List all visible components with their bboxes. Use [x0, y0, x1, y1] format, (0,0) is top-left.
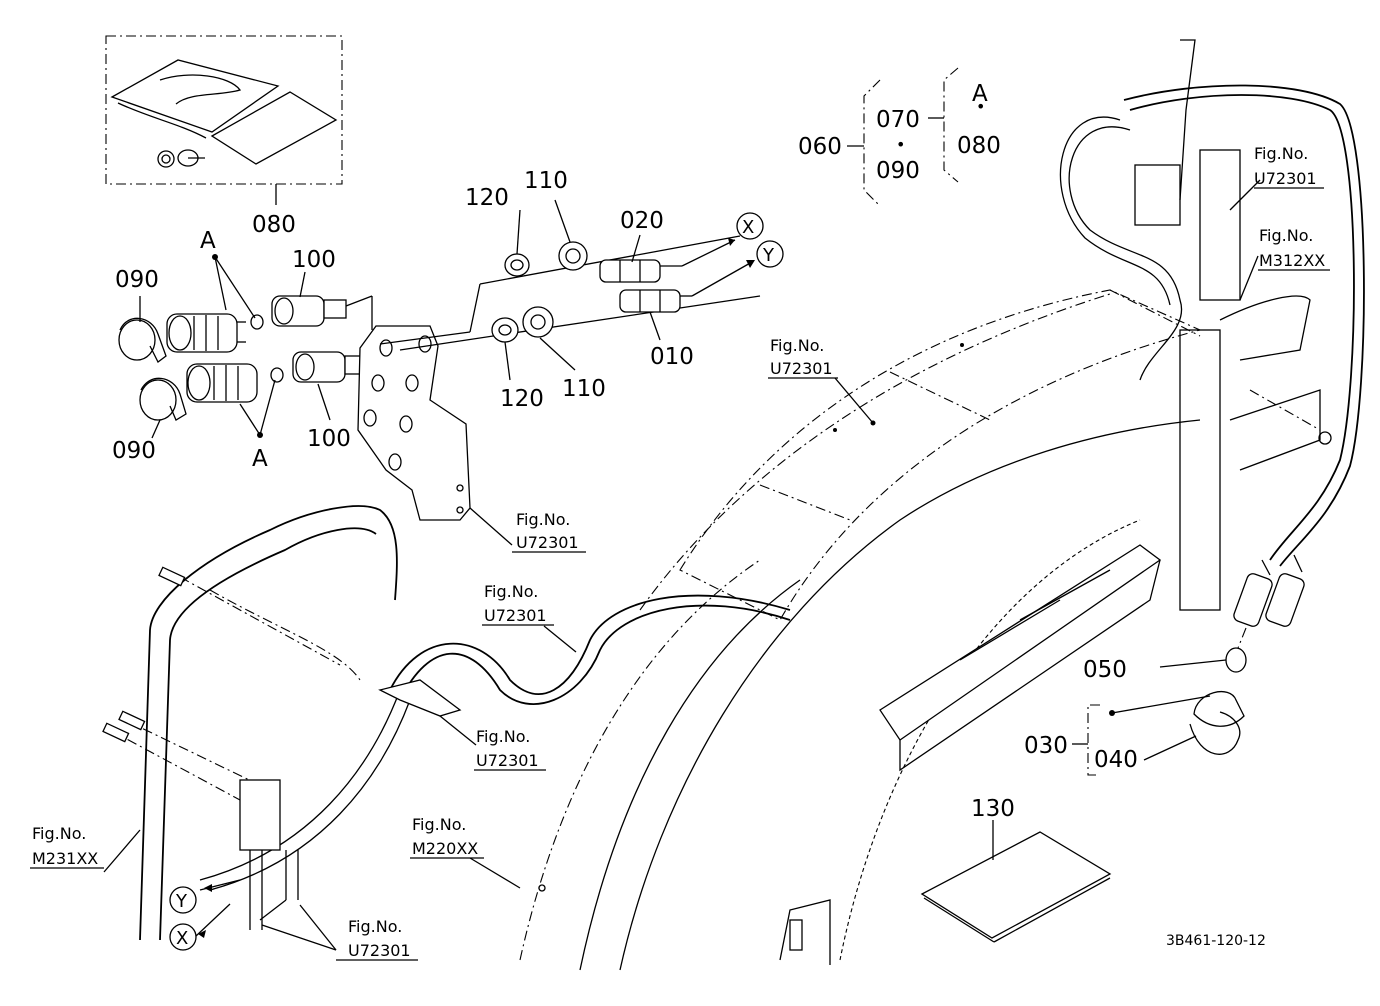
operator-manual [920, 820, 1112, 943]
part-label-090-bottom: 090 [112, 438, 156, 464]
figref-number: M220XX [412, 839, 478, 858]
figref-number: U72301 [1254, 169, 1317, 188]
manual-kit-box [105, 35, 343, 205]
figref-label: Fig.No. [516, 510, 570, 529]
coupler-assembly-left [118, 254, 381, 439]
letter-label-y-top: Y [762, 245, 775, 266]
option-grouping-brackets [847, 67, 959, 207]
figref-u72301-plate: Fig.No. U72301 [512, 510, 586, 553]
mounting-plate [357, 296, 513, 546]
part-label-040: 040 [1094, 747, 1138, 773]
part-label-120-top: 120 [465, 185, 509, 211]
diagram-code: 3B461-120-12 [1166, 933, 1266, 949]
letter-label-a-bottom: A [252, 446, 268, 472]
figref-label: Fig.No. [476, 727, 530, 746]
part-label-020: 020 [620, 208, 664, 234]
group-separator-dot: • [896, 135, 905, 154]
part-label-100-bottom: 100 [307, 426, 351, 452]
figref-number: U72301 [516, 533, 579, 552]
letter-label-x-bottom: X [176, 928, 188, 949]
group-separator-dot: • [976, 97, 985, 116]
figref-number: M231XX [32, 849, 98, 868]
figref-u72301-top-right: Fig.No. U72301 [1254, 144, 1324, 189]
figref-label: Fig.No. [412, 815, 466, 834]
part-label-030: 030 [1024, 733, 1068, 759]
part-label-010: 010 [650, 344, 694, 370]
part-label-120-bottom: 120 [500, 386, 544, 412]
figref-number: M312XX [1259, 251, 1325, 270]
part-label-050: 050 [1083, 657, 1127, 683]
figref-label: Fig.No. [348, 917, 402, 936]
letter-label-a-top: A [200, 228, 216, 254]
figref-u72301-bottom: Fig.No. U72301 [336, 917, 418, 961]
part-label-090-group: 090 [876, 158, 920, 184]
figref-label: Fig.No. [770, 336, 824, 355]
rops-structure [879, 39, 1332, 772]
hydraulic-hoses [199, 84, 1365, 891]
letter-label-a-group: A [972, 81, 988, 107]
letter-label-x-top: X [742, 217, 754, 238]
figref-label: Fig.No. [32, 824, 86, 843]
coupler-assembly-right [1072, 554, 1305, 776]
part-label-080-kit: 080 [252, 212, 296, 238]
part-label-060: 060 [798, 134, 842, 160]
figref-m231xx: Fig.No. M231XX [30, 824, 104, 869]
figref-m312xx: Fig.No. M312XX [1258, 226, 1330, 271]
letter-label-y-bottom: Y [175, 891, 188, 912]
rear-frame [102, 505, 577, 951]
figref-number: U72301 [484, 606, 547, 625]
figref-number: U72301 [770, 359, 833, 378]
figref-label: Fig.No. [484, 582, 538, 601]
part-label-110-bottom: 110 [562, 376, 606, 402]
bottom-bracket [779, 899, 831, 965]
part-label-110-top: 110 [524, 168, 568, 194]
part-label-130: 130 [971, 796, 1015, 822]
figref-u72301-hose: Fig.No. U72301 [482, 582, 554, 626]
figref-m220xx: Fig.No. M220XX [410, 815, 484, 859]
figref-number: U72301 [348, 941, 411, 960]
figref-label: Fig.No. [1254, 144, 1308, 163]
fittings-group [379, 199, 784, 381]
figref-u72301-fender: Fig.No. U72301 [768, 336, 838, 379]
part-label-080-group: 080 [957, 133, 1001, 159]
part-label-090-top: 090 [115, 267, 159, 293]
figref-number: U72301 [476, 751, 539, 770]
part-label-070: 070 [876, 107, 920, 133]
part-label-100-top: 100 [292, 247, 336, 273]
figref-label: Fig.No. [1259, 226, 1313, 245]
figref-u72301-clamp: Fig.No. U72301 [474, 727, 546, 771]
